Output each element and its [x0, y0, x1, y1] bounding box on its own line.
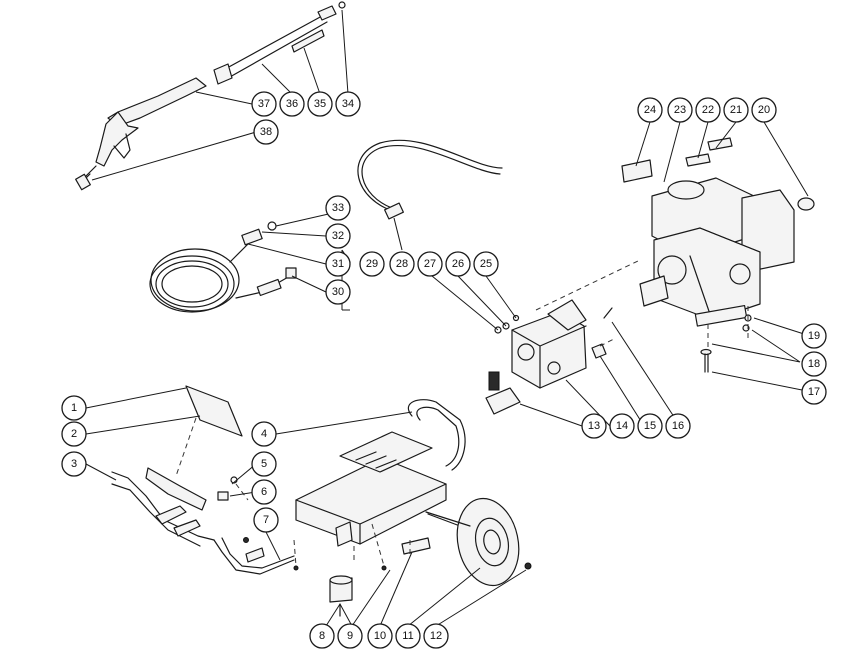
callout-2: 2	[61, 421, 87, 447]
callout-36: 36	[279, 91, 305, 117]
handle	[111, 467, 295, 575]
callout-7: 7	[253, 507, 279, 533]
svg-text:35: 35	[314, 98, 326, 110]
svg-text:23: 23	[674, 104, 686, 116]
spray-wand	[213, 1, 346, 85]
svg-text:37: 37	[258, 98, 270, 110]
callout-9: 9	[337, 623, 363, 649]
callout-30: 30	[325, 279, 351, 305]
callout-24: 24	[637, 97, 663, 123]
callout-28: 28	[389, 251, 415, 277]
svg-text:15: 15	[644, 420, 656, 432]
callout-17: 17	[801, 379, 827, 405]
svg-text:25: 25	[480, 258, 492, 270]
svg-text:21: 21	[730, 104, 742, 116]
callout-13: 13	[581, 413, 607, 439]
callout-5: 5	[251, 451, 277, 477]
callout-37: 37	[251, 91, 277, 117]
callout-19: 19	[801, 323, 827, 349]
inlet-hose	[357, 139, 503, 220]
callout-32: 32	[325, 223, 351, 249]
warning-decal	[185, 385, 243, 437]
pump	[485, 299, 607, 415]
callout-1: 1	[61, 395, 87, 421]
svg-text:33: 33	[332, 202, 344, 214]
svg-text:32: 32	[332, 230, 344, 242]
callout-8: 8	[309, 623, 335, 649]
svg-text:17: 17	[808, 386, 820, 398]
engine	[639, 177, 795, 327]
svg-text:14: 14	[616, 420, 628, 432]
svg-text:24: 24	[644, 104, 656, 116]
callout-18: 18	[801, 351, 827, 377]
svg-text:22: 22	[702, 104, 714, 116]
svg-text:5: 5	[261, 458, 267, 470]
callout-4: 4	[251, 421, 277, 447]
callout-35: 35	[307, 91, 333, 117]
svg-text:29: 29	[366, 258, 378, 270]
spray-gun	[75, 77, 207, 191]
callout-23: 23	[667, 97, 693, 123]
svg-text:13: 13	[588, 420, 600, 432]
svg-text:27: 27	[424, 258, 436, 270]
svg-text:18: 18	[808, 358, 820, 370]
svg-text:36: 36	[286, 98, 298, 110]
svg-text:10: 10	[374, 630, 386, 642]
callout-22: 22	[695, 97, 721, 123]
callout-38: 38	[253, 119, 279, 145]
svg-text:34: 34	[342, 98, 354, 110]
callout-16: 16	[665, 413, 691, 439]
callout-11: 11	[395, 623, 421, 649]
callout-10: 10	[367, 623, 393, 649]
svg-text:4: 4	[261, 428, 267, 440]
svg-text:38: 38	[260, 126, 272, 138]
svg-text:31: 31	[332, 258, 344, 270]
svg-text:7: 7	[263, 514, 269, 526]
svg-text:2: 2	[71, 428, 77, 440]
svg-text:9: 9	[347, 630, 353, 642]
wheel	[425, 497, 532, 587]
svg-text:1: 1	[71, 402, 77, 414]
foot-and-hardware	[293, 537, 431, 617]
callout-3: 3	[61, 451, 87, 477]
frame	[295, 399, 466, 547]
callout-25: 25	[473, 251, 499, 277]
svg-text:20: 20	[758, 104, 770, 116]
callout-27: 27	[417, 251, 443, 277]
svg-text:6: 6	[261, 486, 267, 498]
callout-15: 15	[637, 413, 663, 439]
pressure-hose	[149, 221, 297, 313]
svg-text:28: 28	[396, 258, 408, 270]
callout-20: 20	[751, 97, 777, 123]
svg-text:19: 19	[808, 330, 820, 342]
svg-text:26: 26	[452, 258, 464, 270]
callout-34: 34	[335, 91, 361, 117]
svg-text:3: 3	[71, 458, 77, 470]
callout-29: 29	[359, 251, 385, 277]
callout-14: 14	[609, 413, 635, 439]
svg-text:16: 16	[672, 420, 684, 432]
callout-31: 31	[325, 251, 351, 277]
svg-text:30: 30	[332, 286, 344, 298]
callout-33: 33	[325, 195, 351, 221]
svg-text:8: 8	[319, 630, 325, 642]
assembly-guides	[175, 259, 749, 567]
svg-text:12: 12	[430, 630, 442, 642]
callout-12: 12	[423, 623, 449, 649]
callout-6: 6	[251, 479, 277, 505]
callout-26: 26	[445, 251, 471, 277]
svg-text:11: 11	[402, 630, 413, 642]
callout-21: 21	[723, 97, 749, 123]
